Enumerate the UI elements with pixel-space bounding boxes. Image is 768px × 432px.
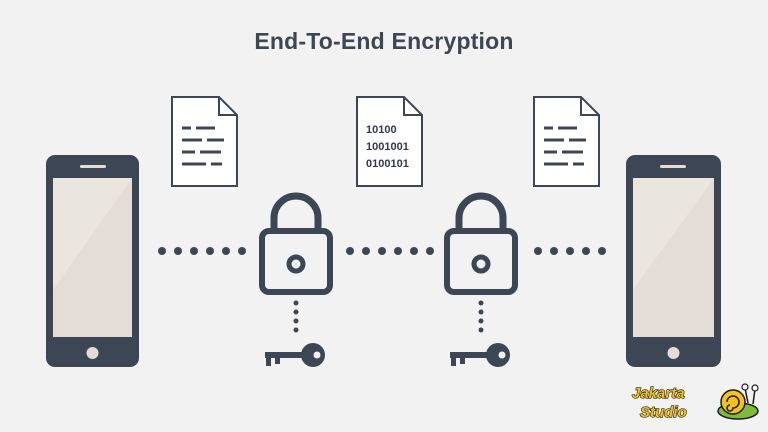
receiver-phone-icon [626,155,721,367]
plain-document-icon [171,96,238,187]
watermark-line-1: Jakarta [632,385,685,402]
binary-line-3: 0100101 [366,158,409,170]
key-icon [450,343,510,367]
padlock-icon [444,192,518,295]
snail-logo-icon [717,383,759,420]
padlock-icon [259,192,333,295]
jakarta-studio-watermark: Jakarta Studio [631,383,759,422]
lock-key-link [293,300,484,333]
watermark-line-2: Studio [640,404,687,421]
plain-document-icon [533,96,600,187]
sender-phone-icon [46,155,139,367]
key-icon [265,343,325,367]
binary-document-icon: 10100 1001001 0100101 [356,96,423,187]
binary-line-2: 1001001 [366,141,409,153]
binary-line-1: 10100 [366,124,397,136]
connector-dots [158,247,606,255]
diagram-title: End-To-End Encryption [254,28,514,54]
